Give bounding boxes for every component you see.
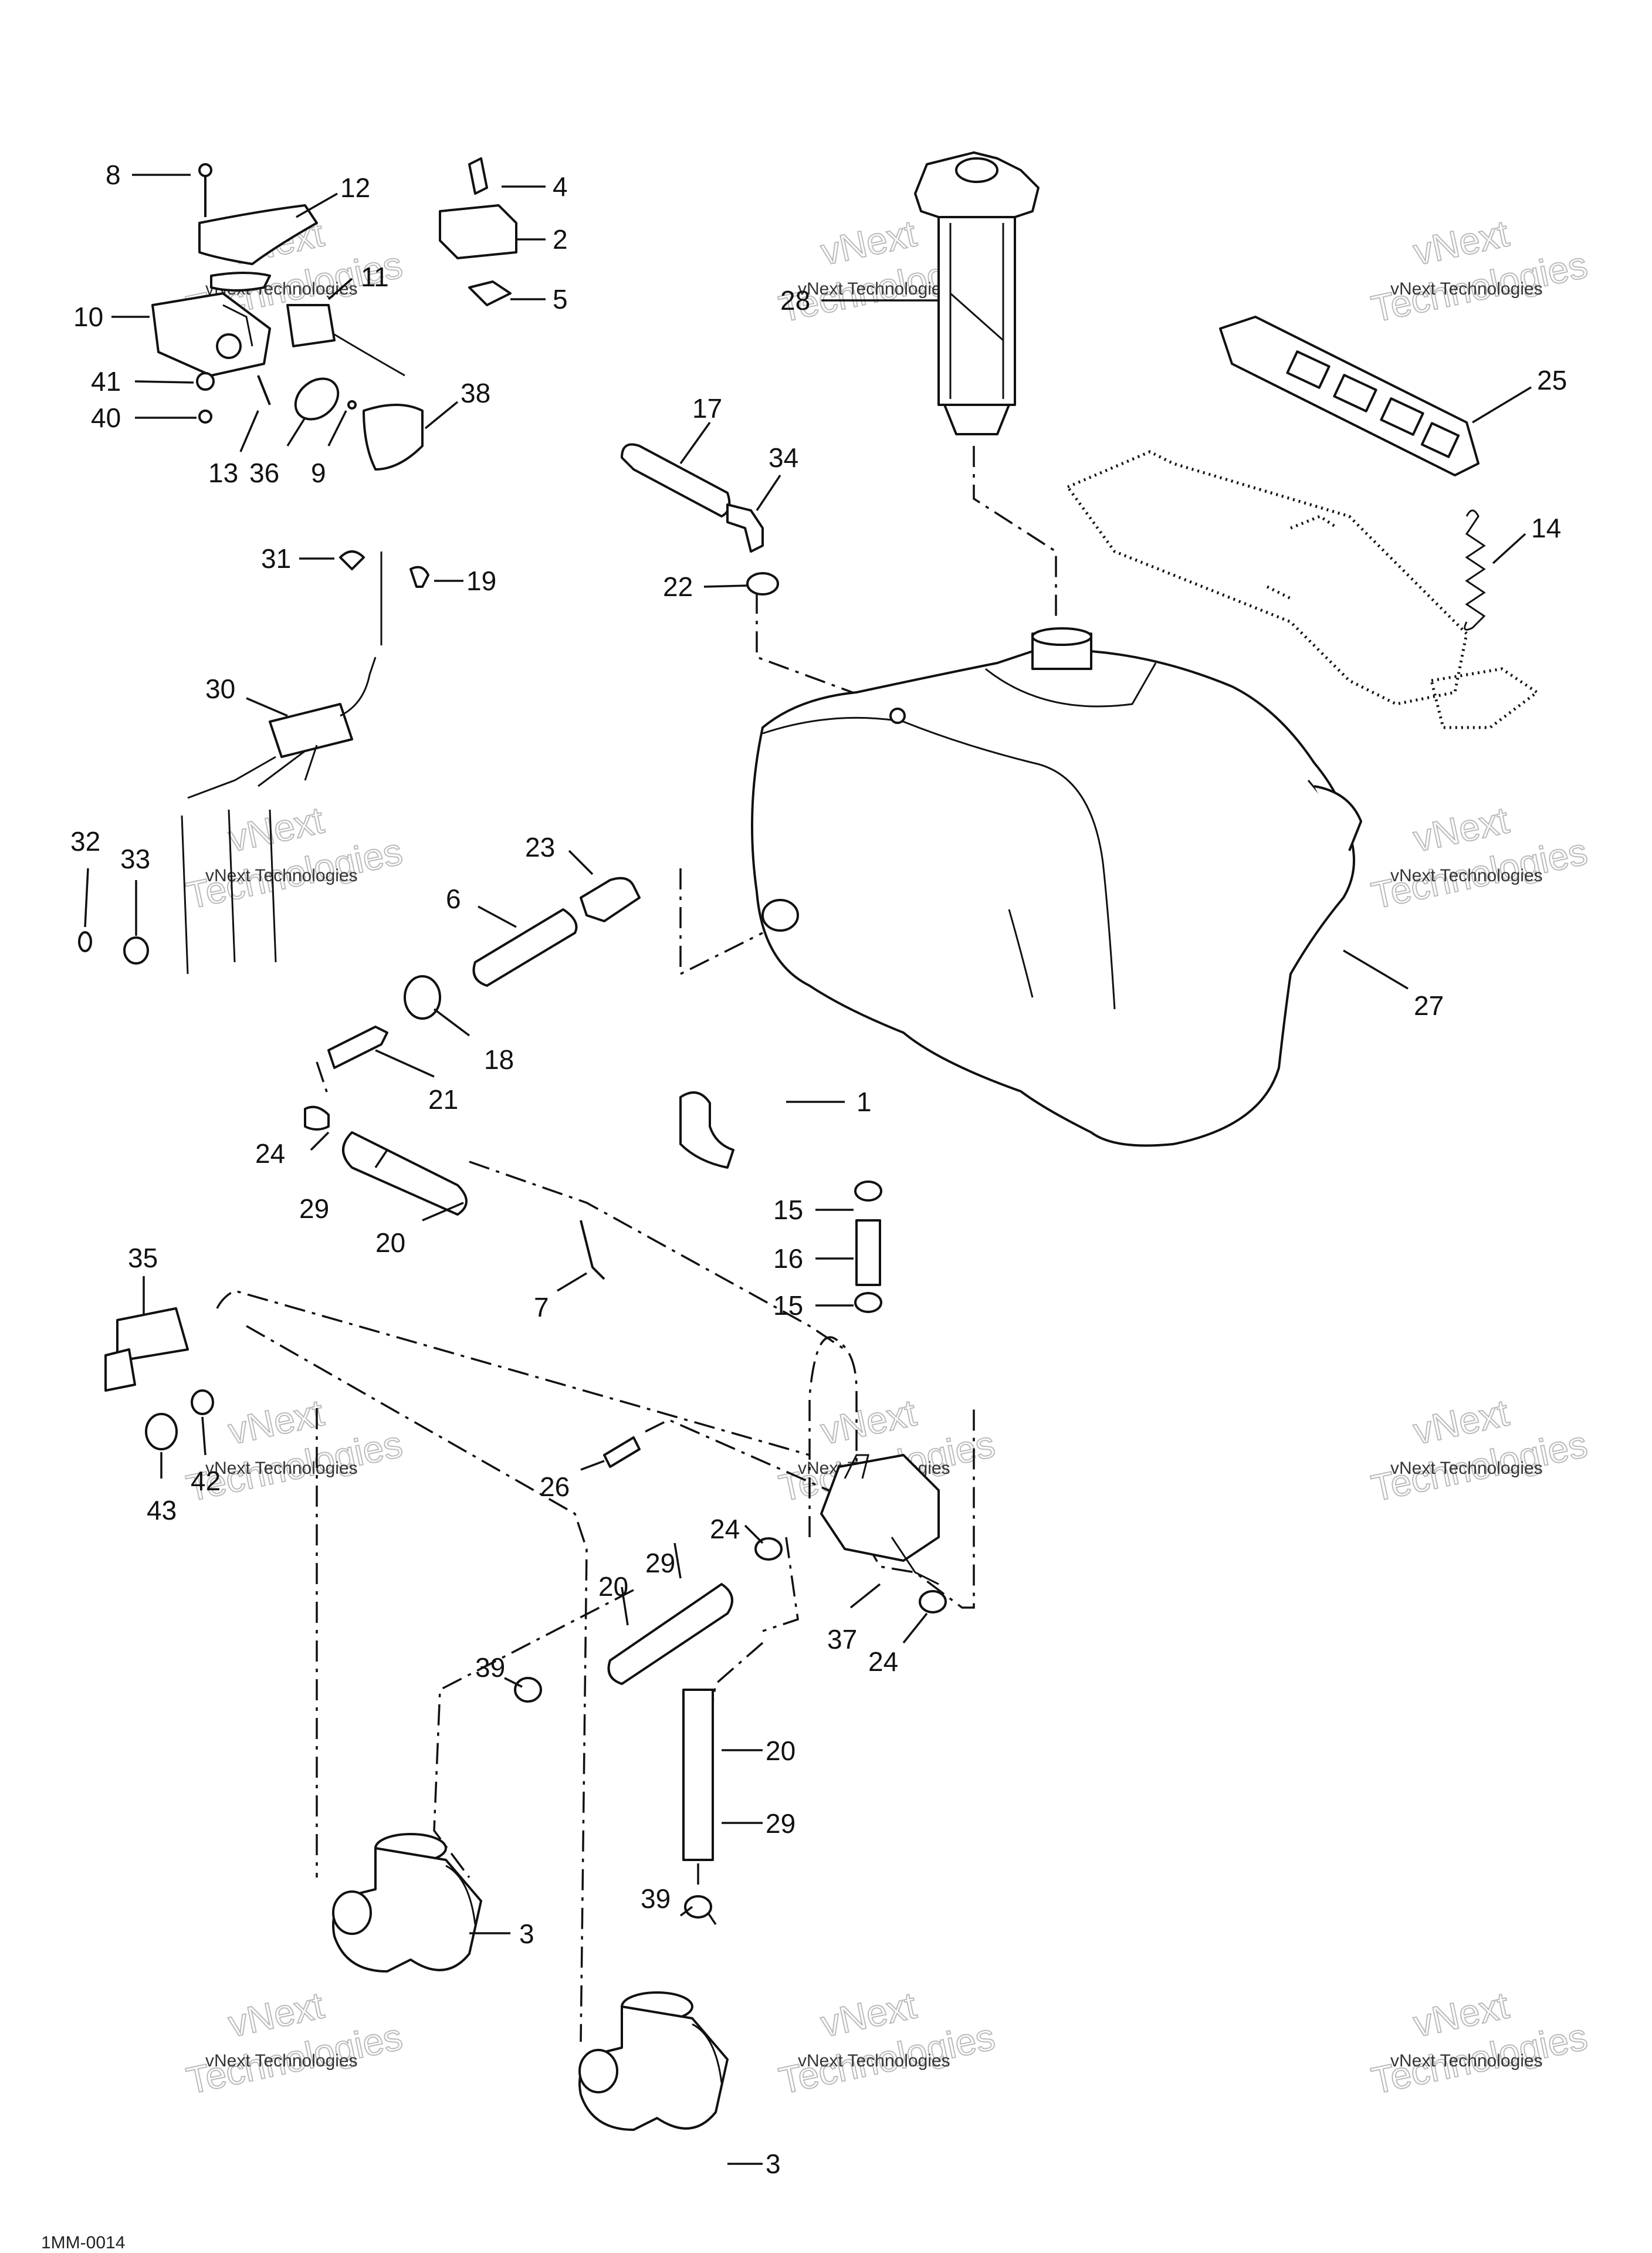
callout-42: 42 [191, 1466, 221, 1496]
callout-29a: 29 [299, 1193, 329, 1224]
callout-19: 19 [466, 566, 496, 596]
callout-24c: 24 [868, 1646, 898, 1677]
callout-11: 11 [361, 262, 389, 292]
mounting-bracket [1065, 450, 1540, 729]
callout-2: 2 [553, 224, 568, 255]
callout-38: 38 [461, 378, 490, 408]
callout-36: 36 [249, 458, 279, 488]
callout-21: 21 [428, 1084, 458, 1115]
fittings [78, 443, 947, 1919]
callout-17: 17 [692, 393, 722, 424]
callout-30: 30 [205, 674, 235, 704]
watermark-small-text: vNext Technologies [798, 279, 950, 299]
callout-24a: 24 [255, 1138, 285, 1169]
callout-16: 16 [773, 1243, 803, 1274]
callout-23: 23 [525, 832, 555, 862]
filler-neck [914, 151, 1040, 435]
callout-3b: 3 [766, 2149, 781, 2179]
callout-10: 10 [73, 302, 103, 332]
callout-32: 32 [70, 826, 100, 857]
watermark-small-text: vNext Technologies [1390, 866, 1543, 885]
callout-29c: 29 [766, 1808, 795, 1839]
watermark-small-text: vNext Technologies [798, 2051, 950, 2071]
watermark-small-text: vNext Technologies [205, 2051, 358, 2071]
callout-15a: 15 [773, 1195, 803, 1225]
callout-40: 40 [91, 402, 121, 433]
watermark-small-text: vNext Technologies [205, 866, 358, 885]
fuel-tank [751, 627, 1362, 1147]
callout-31: 31 [261, 543, 291, 574]
callout-28: 28 [780, 285, 810, 316]
callout-27: 27 [1414, 990, 1444, 1021]
callout-1: 1 [857, 1087, 872, 1117]
callout-20b: 20 [598, 1571, 628, 1602]
callout-26: 26 [540, 1471, 570, 1502]
callout-20a: 20 [375, 1227, 405, 1258]
spring [1464, 509, 1486, 631]
callout-22: 22 [663, 571, 693, 602]
callout-41: 41 [91, 366, 121, 397]
callout-37: 37 [827, 1624, 857, 1655]
callout-39b: 39 [641, 1883, 671, 1914]
callout-labels: 8 12 11 10 41 40 13 36 9 38 4 2 5 28 25 … [70, 160, 1567, 2179]
connector-group [439, 157, 517, 306]
callout-24b: 24 [710, 1514, 740, 1544]
callout-34: 34 [769, 442, 798, 473]
callout-25: 25 [1537, 365, 1567, 395]
watermark-small-text: vNext Technologies [1390, 1459, 1543, 1478]
callout-8: 8 [106, 160, 121, 190]
drawing-code: 1MM-0014 [41, 2233, 125, 2252]
callout-9: 9 [311, 458, 326, 488]
carburetor-upper [332, 1833, 482, 1973]
callout-4: 4 [553, 171, 568, 202]
watermark-small-text: vNext Technologies [1390, 2051, 1543, 2071]
callout-7: 7 [534, 1292, 549, 1322]
callout-5: 5 [553, 284, 568, 314]
callout-3a: 3 [519, 1919, 534, 1949]
callout-18: 18 [484, 1044, 514, 1075]
callout-43: 43 [147, 1495, 177, 1525]
callout-39a: 39 [475, 1652, 505, 1683]
callout-14: 14 [1531, 513, 1561, 543]
watermark-small-text: vNext Technologies [205, 1459, 358, 1478]
leader-lines [84, 174, 1532, 2165]
throttle-housing-group [151, 163, 424, 471]
callout-20c: 20 [766, 1736, 795, 1766]
carburetor-lower [578, 1991, 729, 2131]
callout-6: 6 [446, 884, 461, 914]
callout-12: 12 [340, 172, 370, 203]
heat-shield [1219, 316, 1480, 476]
callout-33: 33 [120, 844, 150, 874]
callout-35: 35 [128, 1243, 158, 1273]
callout-15b: 15 [773, 1290, 803, 1321]
callout-13: 13 [208, 458, 238, 488]
callout-29b: 29 [645, 1548, 675, 1578]
watermark-small-text: vNext Technologies [1390, 279, 1543, 299]
